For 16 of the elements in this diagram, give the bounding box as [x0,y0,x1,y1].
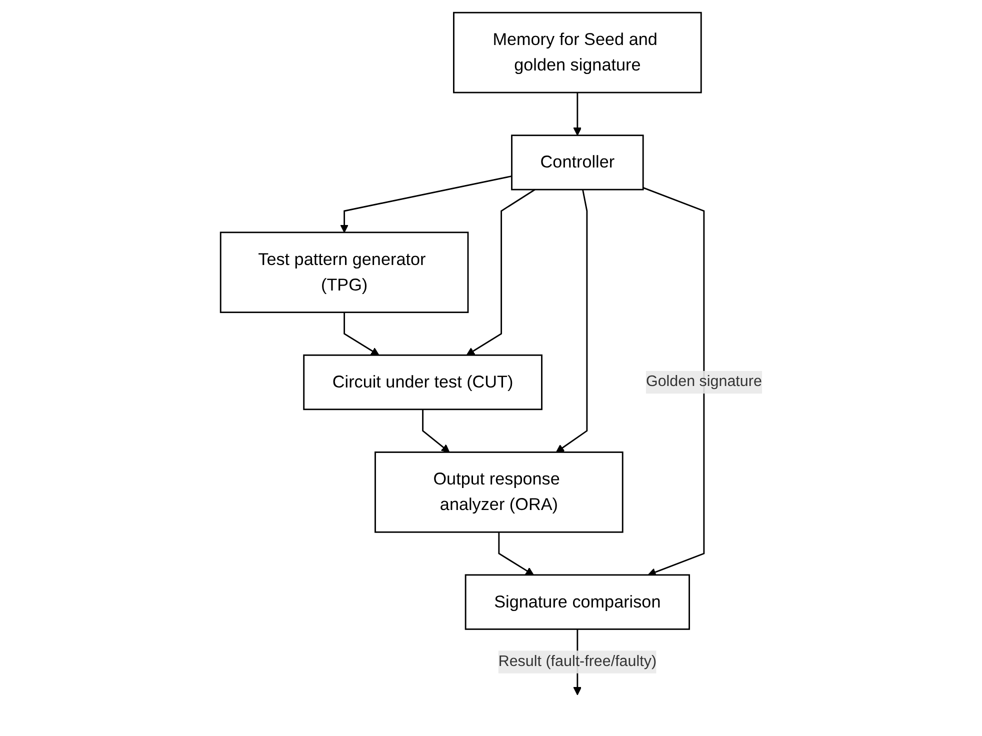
node-box: Output response analyzer (ORA) [374,451,624,533]
arrow [466,188,535,356]
arrow [556,189,588,453]
edge-label: Golden signature [646,374,762,390]
node-box: Circuit under test (CUT) [302,354,542,410]
edge-label: Result (fault-free/faulty) [498,653,656,670]
node-box: Memory for Seed and golden signature [452,12,702,94]
node-box: Signature comparison [464,574,690,630]
arrow [343,312,380,356]
arrow [642,187,704,576]
node-box: Test pattern generator (TPG) [220,232,468,314]
arrow [498,532,534,576]
arrow [422,409,450,453]
node-box: Controller [510,134,644,190]
arrow [572,92,582,136]
arrow [340,175,512,233]
